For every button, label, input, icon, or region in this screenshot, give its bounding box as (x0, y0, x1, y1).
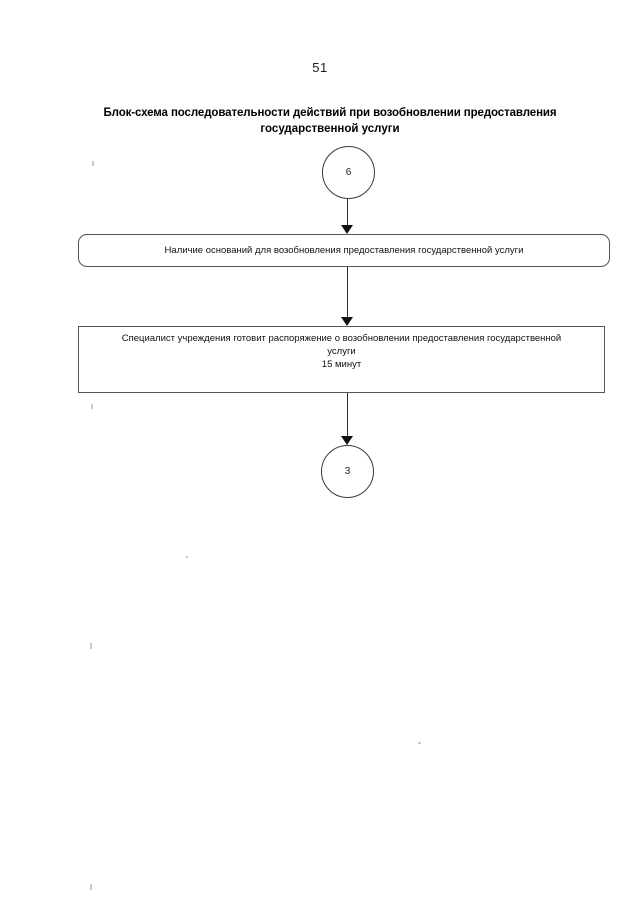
flow-connector-node-3: 3 (321, 445, 374, 498)
arrow-shaft (347, 393, 348, 437)
scan-artifact-speck (91, 404, 93, 409)
page-title-line-1: Блок-схема последовательности действий п… (103, 107, 557, 119)
page-number: 51 (312, 60, 328, 75)
flow-node-condition-grounds: Наличие оснований для возобновления пред… (78, 234, 610, 267)
flow-node-action-specialist: Специалист учреждения готовит распоряжен… (78, 326, 605, 393)
flow-connector-node-6-label: 6 (345, 167, 352, 178)
scan-artifact-speck (418, 742, 421, 744)
arrow-head-icon (341, 225, 353, 234)
scan-artifact-speck (92, 161, 94, 166)
page-title: Блок-схема последовательности действий п… (80, 105, 580, 137)
flow-node-action-specialist-duration: 15 минут (321, 359, 362, 370)
scan-artifact-speck (186, 556, 188, 558)
flow-node-action-specialist-line-1: Специалист учреждения готовит распоряжен… (121, 333, 562, 344)
scan-artifact-speck (90, 884, 92, 890)
arrow-head-icon (341, 317, 353, 326)
flow-arrow-action-to-connector3 (341, 393, 354, 446)
flow-node-condition-grounds-label: Наличие оснований для возобновления пред… (164, 245, 524, 256)
arrow-shaft (347, 199, 348, 226)
arrow-shaft (347, 267, 348, 318)
flow-arrow-condition-to-action (341, 267, 354, 327)
flow-connector-node-3-label: 3 (344, 466, 351, 477)
arrow-head-icon (341, 436, 353, 445)
flow-node-action-specialist-line-2: услуги (327, 346, 356, 357)
flow-connector-node-6: 6 (322, 146, 375, 199)
flow-arrow-connector6-to-condition (341, 199, 354, 235)
page-title-line-2: государственной услуги (260, 123, 400, 135)
scan-artifact-speck (90, 643, 92, 649)
